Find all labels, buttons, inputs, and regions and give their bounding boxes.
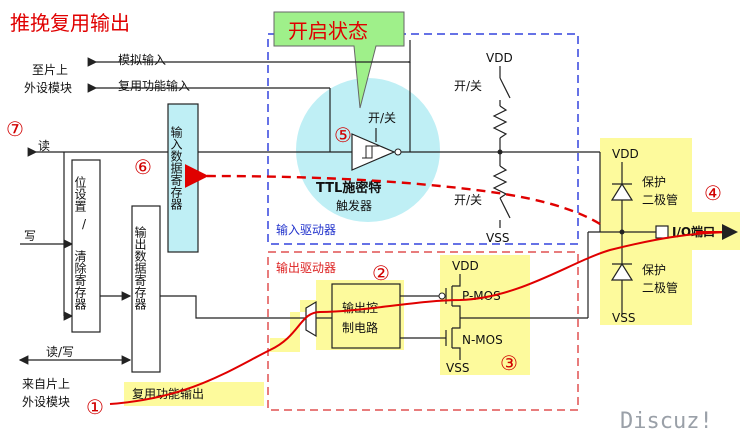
vss-label-diode: VSS — [612, 311, 635, 325]
vss-label-top: VSS — [486, 231, 509, 245]
bsr-label-2: 清除寄存器 — [73, 250, 87, 311]
to-chip-label-2: 外设模块 — [24, 81, 72, 95]
marker-7: ⑦ — [6, 117, 24, 141]
callout-text: 开启状态 — [288, 19, 368, 43]
mux-area — [270, 300, 316, 352]
mos-area — [440, 255, 530, 375]
marker-4: ④ — [704, 181, 722, 205]
io-pin — [655, 225, 669, 239]
protect-diode-bottom — [610, 262, 634, 281]
alt-func-out-label: 复用功能输出 — [132, 386, 204, 401]
vdd-label-diode: VDD — [612, 147, 639, 161]
vss-label-mos: VSS — [446, 361, 469, 375]
schmitt-trigger — [351, 133, 396, 171]
protect-diode-top — [610, 182, 634, 201]
output-data-register — [131, 205, 161, 373]
input-reg-label: 输入数据寄存器 — [169, 125, 183, 211]
marker-1: ① — [86, 395, 104, 419]
pullup-switch-label: 开/关 — [454, 79, 482, 93]
vdd-label-top: VDD — [486, 51, 513, 65]
output-mux — [305, 300, 317, 338]
output-signal-path — [109, 231, 737, 405]
ttl-label-2: 触发器 — [336, 198, 372, 213]
analog-in-label: 模拟输入 — [118, 52, 166, 67]
protect-diode-bottom-area — [600, 255, 692, 325]
vdd-label-mos: VDD — [452, 259, 479, 273]
protect-label-bottom-2: 二极管 — [642, 280, 678, 295]
bsr-slash: / — [82, 217, 87, 231]
marker-3: ③ — [500, 351, 518, 375]
from-chip-label-1: 来自片上 — [22, 377, 70, 391]
protect-label-bottom-1: 保护 — [642, 263, 666, 277]
alt-func-in-label: 复用功能输入 — [118, 78, 190, 93]
marker-2: ② — [372, 261, 390, 285]
protect-label-top-2: 二极管 — [642, 192, 678, 207]
protect-label-top-1: 保护 — [642, 175, 666, 189]
output-driver-label: 输出驱动器 — [276, 260, 336, 275]
output-control-label-1: 输出控 — [342, 300, 378, 315]
schmitt-switch-label: 开/关 — [368, 111, 396, 125]
watermark: Discuz! — [620, 409, 713, 434]
output-control-block — [331, 283, 401, 349]
read-label: 读 — [38, 139, 50, 153]
to-chip-label-1: 至片上 — [32, 63, 68, 77]
output-control-label-2: 制电路 — [342, 320, 378, 335]
bit-set-reset-register — [71, 159, 101, 333]
bsr-label-1: 位设置 — [73, 175, 87, 212]
pulldown-switch-label: 开/关 — [454, 193, 482, 207]
ttl-label-1: TTL施密特 — [316, 180, 381, 196]
marker-6: ⑥ — [134, 155, 152, 179]
callout-bubble — [273, 11, 405, 109]
output-reg-label: 输出数据寄存器 — [133, 225, 147, 311]
read-write-label: 读/写 — [46, 345, 74, 359]
input-driver-label: 输入驱动器 — [276, 222, 336, 237]
input-signal-path — [184, 163, 601, 226]
marker-5: ⑤ — [334, 123, 352, 147]
write-label: 写 — [24, 229, 36, 243]
from-chip-label-2: 外设模块 — [22, 395, 70, 409]
page-title: 推挽复用输出 — [10, 11, 130, 35]
nmos-label: N-MOS — [462, 333, 503, 347]
